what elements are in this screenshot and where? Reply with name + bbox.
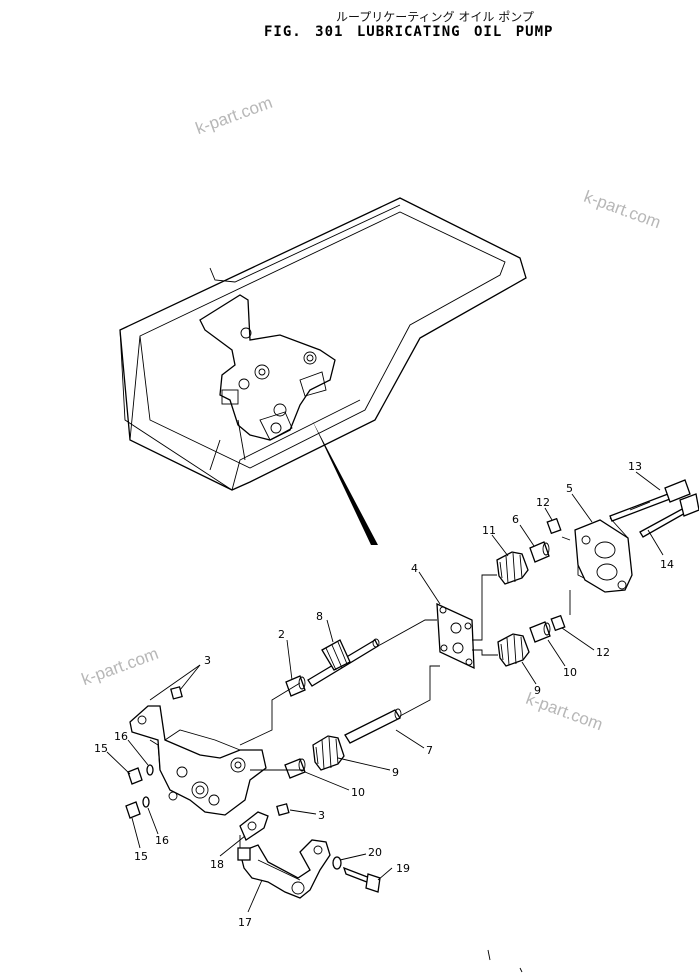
bushing-6 [529,541,550,563]
oil-pan [119,197,527,491]
callout-3-lower: 3 [318,809,325,822]
gear-9-right [497,633,530,667]
callout-6: 6 [512,513,519,526]
callout-15-lower: 15 [134,850,148,863]
callout-20: 20 [368,846,382,859]
callout-13: 13 [628,460,642,473]
scan-mark [487,949,491,961]
callout-9-left: 9 [392,766,399,779]
pump-body [129,705,267,816]
bolt-13 [609,479,691,522]
callout-9-right: 9 [534,684,541,697]
figure-title: FIG. 301 LUBRICATING OIL PUMP [264,24,554,40]
callout-2: 2 [278,628,285,641]
leader-lines [106,471,664,913]
callout-3-upper: 3 [204,654,211,667]
pump-cover-5 [574,519,633,593]
washer-16-lower [142,796,150,808]
plug-12-upper [546,517,562,535]
callout-19: 19 [396,862,410,875]
callout-10-left: 10 [351,786,365,799]
callout-12-upper: 12 [536,496,550,509]
bolt-19 [342,866,381,893]
cover-plate-4 [436,602,475,670]
callout-5: 5 [566,482,573,495]
callout-8: 8 [316,610,323,623]
scan-mark [519,967,523,973]
callout-16-lower: 16 [155,834,169,847]
strainer-17 [237,839,331,899]
plug-3-upper [170,686,183,700]
gear-9-left [312,735,345,771]
bolt-14 [639,493,699,538]
callout-4: 4 [411,562,418,575]
plug-3-lower [276,803,290,816]
pump-assembly-installed [199,294,336,461]
washer-20 [332,856,342,870]
plug-12-lower [550,614,566,632]
callout-12-lower: 12 [596,646,610,659]
callout-15-upper: 15 [94,742,108,755]
callout-14: 14 [660,558,674,571]
callout-10-right: 10 [563,666,577,679]
callout-7: 7 [426,744,433,757]
assembly-lines [239,517,629,848]
figure-title-japanese: ループリケーティング オイル ポンプ [336,10,534,24]
callout-labels: 13 5 12 6 11 4 8 2 3 14 12 10 9 7 9 10 3… [94,460,674,929]
callout-18: 18 [210,858,224,871]
gear-11 [496,551,529,585]
location-arrow [312,420,378,545]
nut-15-upper [127,767,143,785]
bushing-10-left [284,758,306,779]
callout-17: 17 [238,916,252,929]
bushing-10-right [529,621,551,643]
washer-16-upper [146,764,154,776]
idler-shaft-7 [344,708,402,744]
callout-11: 11 [482,524,496,537]
gasket-18 [239,811,269,841]
nut-15-lower [125,801,141,819]
callout-16-upper: 16 [114,730,128,743]
drive-shaft-8 [307,638,380,687]
